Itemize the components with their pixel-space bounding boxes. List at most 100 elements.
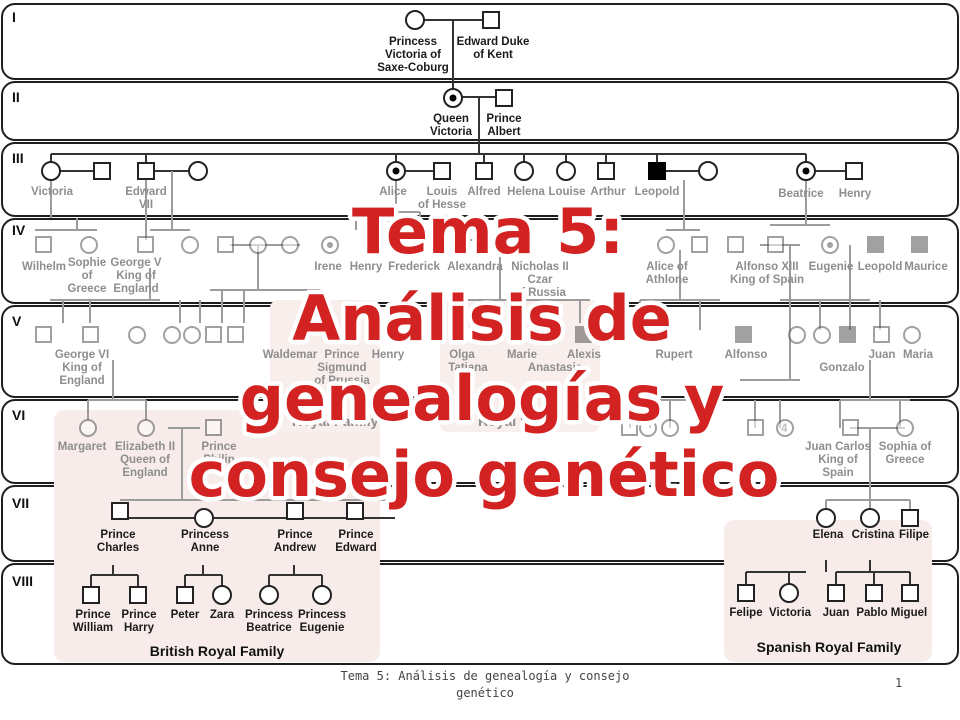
faded-panel-1 (270, 300, 380, 432)
male-symbol (82, 326, 99, 343)
person-label: Gonzalo (819, 362, 864, 374)
sibship-count-symbol (776, 419, 794, 437)
male-symbol (176, 586, 194, 604)
female-symbol (698, 161, 718, 181)
female-symbol (779, 583, 799, 603)
person-label: Margaret (58, 441, 107, 453)
female-symbol (128, 326, 146, 344)
female-symbol (79, 419, 97, 437)
male-symbol (727, 236, 744, 253)
person-label: Victoria (769, 607, 812, 619)
male-symbol (865, 584, 883, 602)
male-symbol (901, 509, 919, 527)
male-symbol (873, 326, 890, 343)
person-label: Miguel (891, 607, 927, 619)
male-symbol (205, 419, 222, 436)
carrier-dot (449, 94, 457, 102)
male-symbol (827, 584, 845, 602)
symbols-recent (82, 502, 919, 605)
person-label: Alice (379, 186, 407, 198)
male-symbol (93, 162, 111, 180)
british-family-label: British Royal Family (150, 643, 285, 659)
person-label: Peter (171, 609, 200, 621)
person-label: Tatiana (448, 362, 488, 374)
gen-label: VII (12, 495, 29, 511)
male-symbol (35, 236, 52, 253)
person-label: Alfonso (725, 349, 768, 361)
sibship-count: 4 (781, 423, 788, 435)
male-symbol (227, 326, 244, 343)
female-symbol (896, 419, 914, 437)
faded-panel-2 (440, 300, 600, 432)
affected-male-symbol (867, 236, 884, 253)
faded-family-label: Royal F (478, 413, 529, 429)
female-symbol (41, 161, 61, 181)
person-label: Pablo (856, 607, 887, 619)
male-symbol (137, 162, 155, 180)
person-label: Irene (314, 261, 342, 273)
person-label: Alfred (467, 186, 500, 198)
gen-label: V (12, 313, 22, 329)
female-symbol (405, 10, 425, 30)
female-symbol (860, 508, 880, 528)
spanish-family-label: Spanish Royal Family (757, 639, 902, 655)
person-label: Leopold (858, 261, 903, 273)
female-symbol (556, 161, 576, 181)
carrier-dot (327, 242, 333, 248)
person-label: Helena (507, 186, 545, 198)
person-label: Felipe (729, 607, 762, 619)
person-label: Beatrice (778, 188, 823, 200)
person-label: Alexis (567, 349, 601, 361)
male-symbol (901, 584, 919, 602)
female-symbol (514, 161, 534, 181)
female-symbol (816, 508, 836, 528)
person-label: Rupert (655, 349, 692, 361)
person-label: Juan (869, 349, 896, 361)
male-symbol (597, 162, 615, 180)
female-symbol (788, 326, 806, 344)
band-gen-1 (1, 3, 959, 80)
female-symbol (281, 236, 299, 254)
person-label: Leopold (635, 186, 680, 198)
male-symbol (621, 419, 638, 436)
gen-label: III (12, 150, 24, 166)
male-symbol (217, 236, 234, 253)
male-symbol (845, 162, 863, 180)
female-symbol (813, 326, 831, 344)
title-line: genealogías y (240, 362, 725, 435)
slide-title: Tema 5: Análisis de genealogías y consej… (184, 191, 784, 516)
female-symbol (312, 585, 332, 605)
person-label: Henry (350, 261, 383, 273)
affected-male-symbol (911, 236, 928, 253)
person-label: Waldemar (263, 349, 318, 361)
person-label: Alexandra (447, 261, 503, 273)
female-symbol (639, 419, 657, 437)
male-symbol (286, 502, 304, 520)
female-symbol (661, 419, 679, 437)
carrier-dot (392, 167, 400, 175)
person-label: Eugenie (809, 261, 854, 273)
symbols-faded: 4 (35, 236, 928, 437)
person-label: Zara (210, 609, 235, 621)
female-symbol (188, 161, 208, 181)
person-label: Victoria (31, 186, 74, 198)
female-symbol (181, 236, 199, 254)
male-symbol (35, 326, 52, 343)
male-symbol (205, 326, 222, 343)
